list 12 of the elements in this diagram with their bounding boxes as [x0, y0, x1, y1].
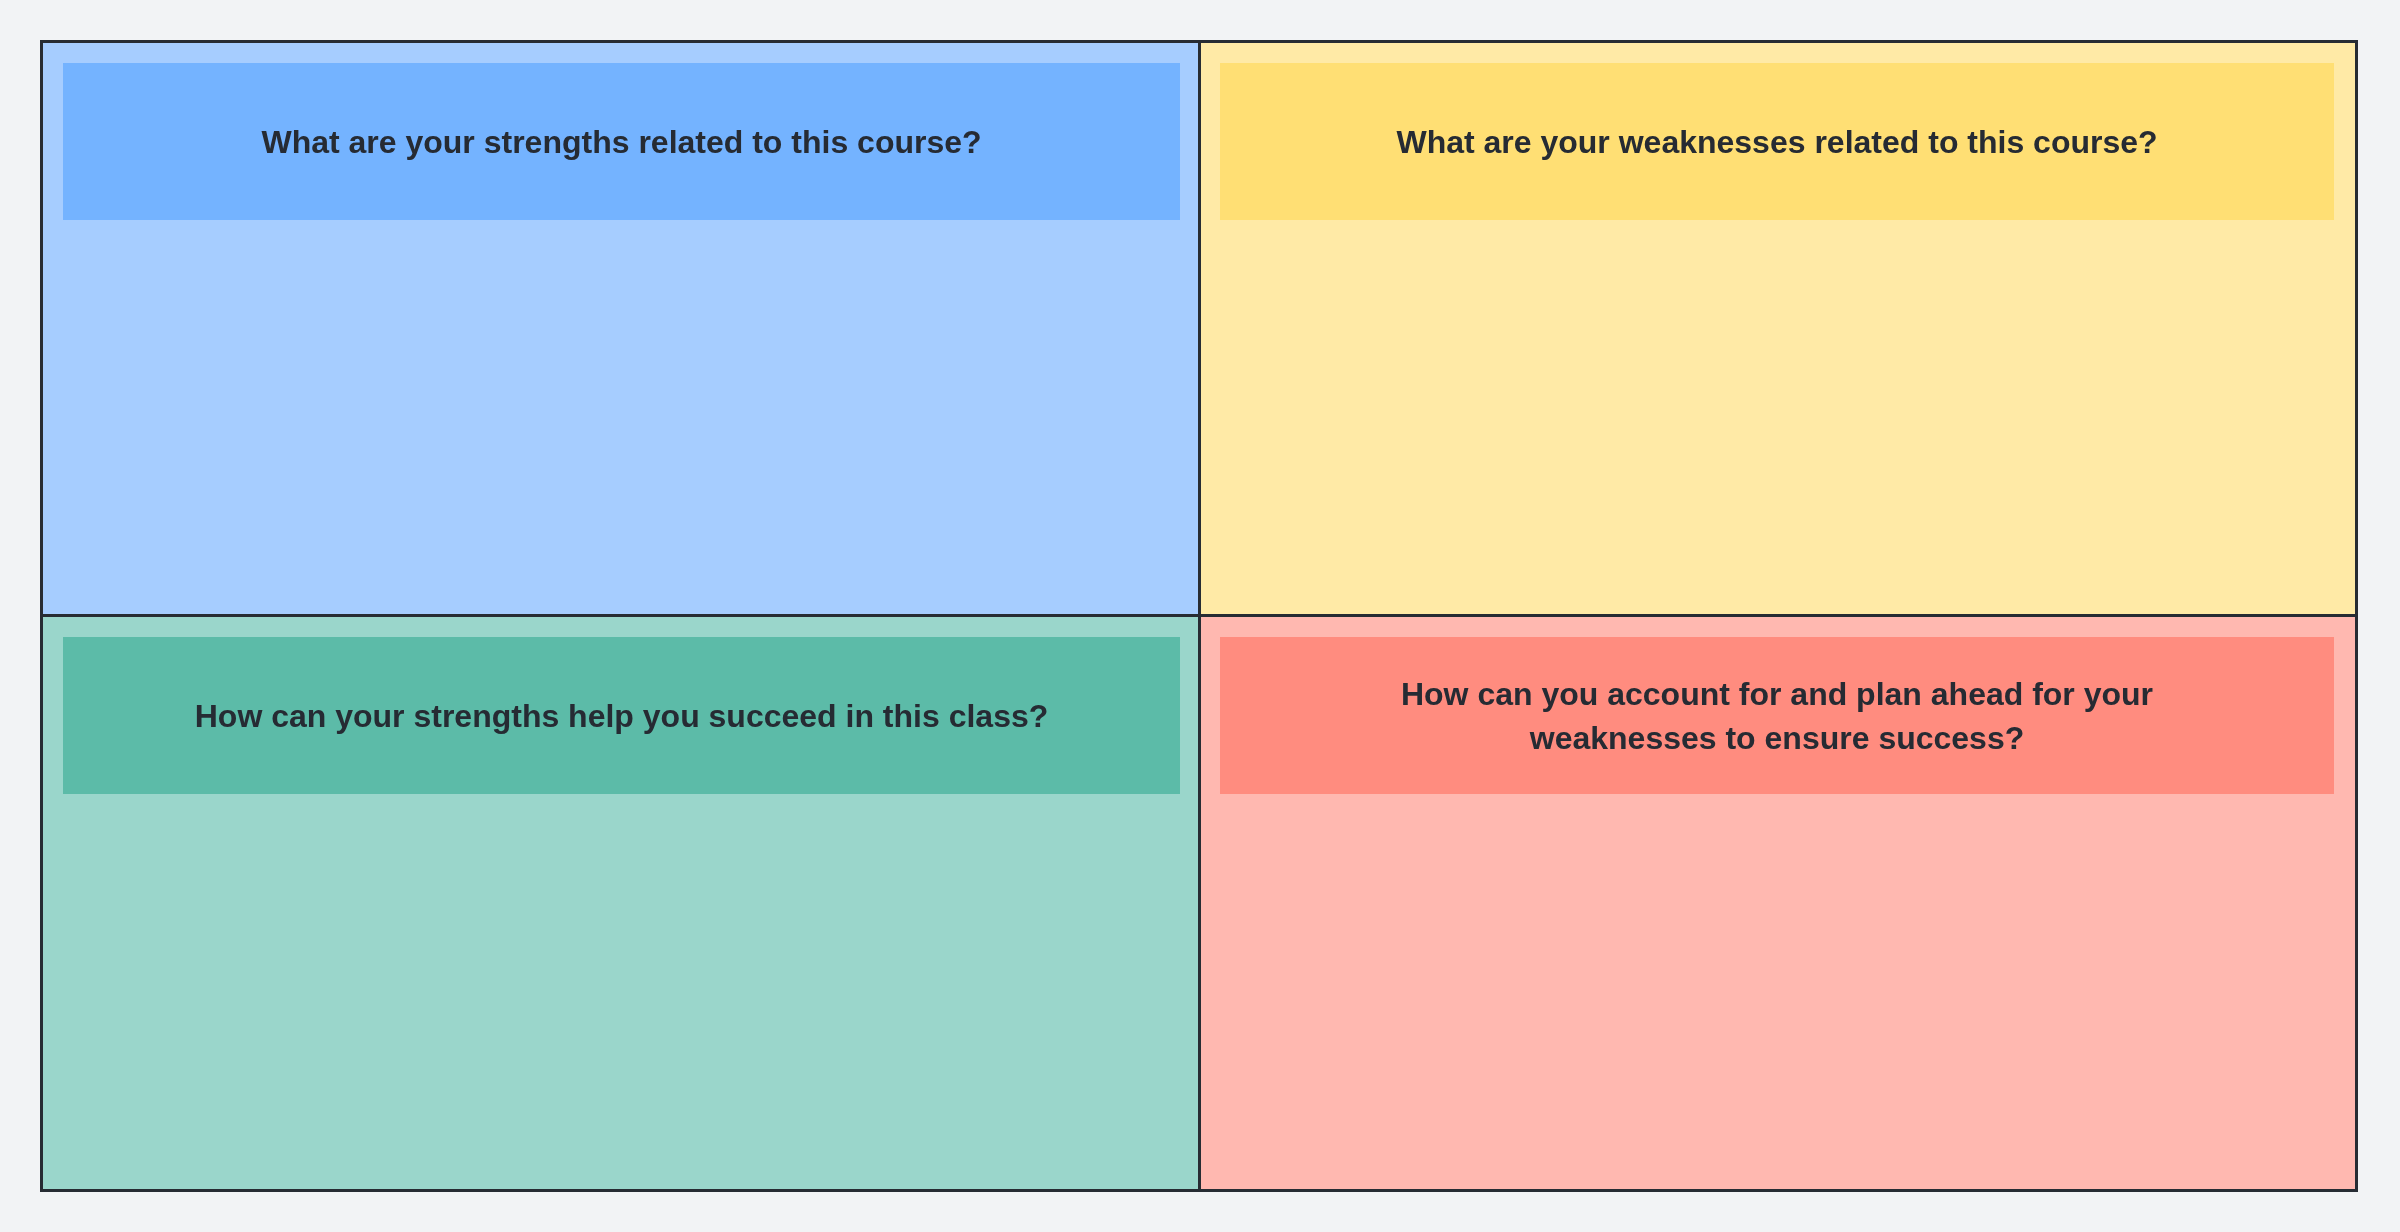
quadrant-panel	[1198, 614, 2358, 1192]
quadrant-panel	[40, 40, 1201, 617]
question-text: How can you account for and plan ahead for your weaknesses to ensure success?	[1399, 674, 2155, 758]
quadrant-panel	[40, 614, 1201, 1192]
question-text: What are your weaknesses related to this course?	[1396, 122, 2158, 162]
quadrant-panel	[1198, 40, 2358, 617]
header-band	[63, 63, 1180, 220]
question-text: What are your strengths related to this course?	[261, 122, 982, 162]
header-band	[63, 637, 1180, 794]
question-text: How can your strengths help you succeed in this class?	[194, 696, 1049, 736]
header-band	[1220, 63, 2334, 220]
header-band	[1220, 637, 2334, 794]
